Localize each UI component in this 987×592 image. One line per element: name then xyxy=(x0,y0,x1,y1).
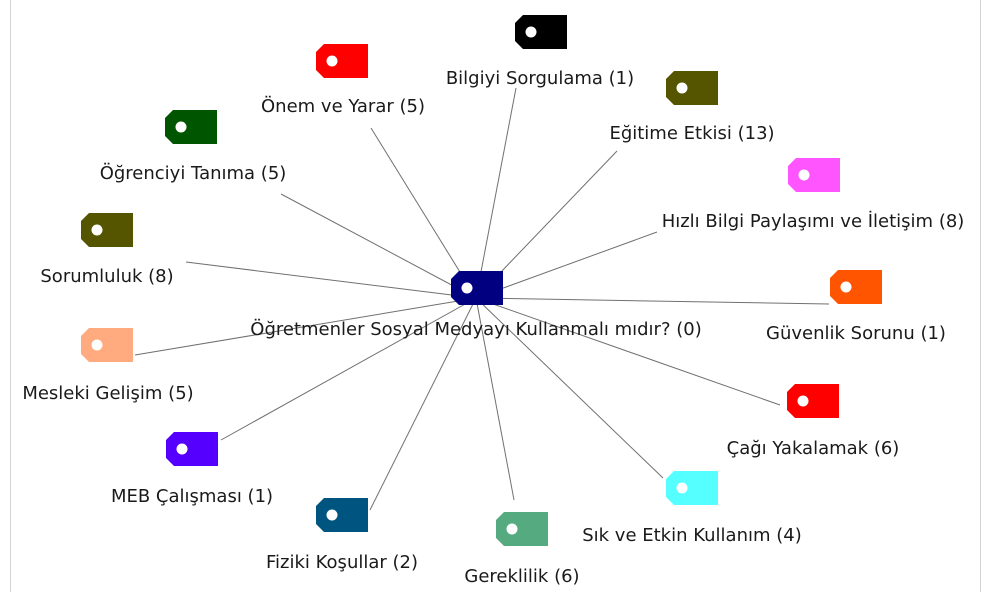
node-sorumluluk[interactable]: Sorumluluk (8) xyxy=(40,213,174,287)
node-label: Eğitime Etkisi (13) xyxy=(609,123,774,144)
tag-hole xyxy=(91,224,103,236)
edge-fiziki-kosullar xyxy=(369,297,477,511)
node-onem-ve-yarar[interactable]: Önem ve Yarar (5) xyxy=(261,44,425,117)
node-label: MEB Çalışması (1) xyxy=(111,486,273,507)
tag-hole xyxy=(326,55,338,67)
tag-body xyxy=(787,384,839,418)
tag-icon xyxy=(788,158,840,192)
tag-icon xyxy=(515,15,567,49)
node-gereklilik[interactable]: Gereklilik (6) xyxy=(464,512,580,587)
tag-hole xyxy=(326,509,338,521)
edge-ogrenciyi-tanima xyxy=(280,193,477,299)
tag-body xyxy=(316,498,368,532)
node-label: Sık ve Etkin Kullanım (4) xyxy=(582,525,802,546)
tag-hole xyxy=(461,282,473,294)
tag-icon xyxy=(666,471,718,505)
tag-icon xyxy=(496,512,548,546)
edge-mesleki-gelisim xyxy=(134,297,477,356)
edge-onem-ve-yarar xyxy=(370,127,477,299)
node-bilgiyi-sorgulama[interactable]: Bilgiyi Sorgulama (1) xyxy=(446,15,634,89)
tag-hole xyxy=(525,26,537,38)
node-label: Güvenlik Sorunu (1) xyxy=(766,323,946,344)
center-node[interactable]: Öğretmenler Sosyal Medyayı Kullanmalı mı… xyxy=(250,271,702,340)
frame-right-line xyxy=(980,0,981,592)
center-node-label: Öğretmenler Sosyal Medyayı Kullanmalı mı… xyxy=(250,318,701,340)
tag-hole xyxy=(797,395,809,407)
tag-body xyxy=(666,71,718,105)
edge-bilgiyi-sorgulama xyxy=(475,87,517,299)
node-label: Gereklilik (6) xyxy=(464,566,579,587)
node-ogrenciyi-tanima[interactable]: Öğrenciyi Tanıma (5) xyxy=(100,110,287,184)
node-sik-ve-etkin-kullanim[interactable]: Sık ve Etkin Kullanım (4) xyxy=(582,471,802,546)
node-label: Öğrenciyi Tanıma (5) xyxy=(100,162,287,184)
tag-icon xyxy=(666,71,718,105)
node-label: Mesleki Gelişim (5) xyxy=(22,383,193,404)
tag-icon xyxy=(165,110,217,144)
edge-layer xyxy=(134,87,830,511)
tag-hole xyxy=(676,82,688,94)
frame-left-line xyxy=(10,0,11,592)
tag-icon xyxy=(787,384,839,418)
node-label: Hızlı Bilgi Paylaşımı ve İletişim (8) xyxy=(662,211,965,232)
tag-body xyxy=(830,270,882,304)
edge-sik-ve-etkin-kullanim xyxy=(475,297,664,479)
edge-gereklilik xyxy=(475,297,515,501)
tag-hole xyxy=(175,121,187,133)
tag-body xyxy=(451,271,503,305)
tag-icon xyxy=(830,270,882,304)
node-label: Sorumluluk (8) xyxy=(40,266,173,287)
node-fiziki-kosullar[interactable]: Fiziki Koşullar (2) xyxy=(266,498,418,573)
tag-icon xyxy=(316,498,368,532)
tag-hole xyxy=(176,443,188,455)
node-layer: Öğretmenler Sosyal Medyayı Kullanmalı mı… xyxy=(22,15,964,587)
node-label: Çağı Yakalamak (6) xyxy=(727,438,900,459)
center-tag-icon xyxy=(451,271,503,305)
edge-hizli-bilgi-paylasimi xyxy=(475,231,658,299)
node-meb-calismasi[interactable]: MEB Çalışması (1) xyxy=(111,432,273,507)
edge-cagi-yakalamak xyxy=(475,297,781,406)
node-label: Fiziki Koşullar (2) xyxy=(266,552,418,573)
node-hizli-bilgi-paylasimi[interactable]: Hızlı Bilgi Paylaşımı ve İletişim (8) xyxy=(662,158,965,232)
node-cagi-yakalamak[interactable]: Çağı Yakalamak (6) xyxy=(727,384,900,459)
tag-hole xyxy=(798,169,810,181)
tag-body xyxy=(515,15,567,49)
edge-guvenlik-sorunu xyxy=(475,297,830,305)
tag-hole xyxy=(676,482,688,494)
node-guvenlik-sorunu[interactable]: Güvenlik Sorunu (1) xyxy=(766,270,946,344)
tag-body xyxy=(165,110,217,144)
tag-hole xyxy=(506,523,518,535)
tag-body xyxy=(666,471,718,505)
node-egitime-etkisi[interactable]: Eğitime Etkisi (13) xyxy=(609,71,775,144)
edge-sorumluluk xyxy=(185,261,477,299)
tag-icon xyxy=(81,328,133,362)
tag-body xyxy=(81,213,133,247)
node-label: Önem ve Yarar (5) xyxy=(261,95,425,117)
tag-body xyxy=(316,44,368,78)
tag-body xyxy=(81,328,133,362)
tag-hole xyxy=(91,339,103,351)
node-label: Bilgiyi Sorgulama (1) xyxy=(446,68,634,89)
tag-body xyxy=(496,512,548,546)
tag-body xyxy=(166,432,218,466)
tag-hole xyxy=(840,281,852,293)
edge-meb-calismasi xyxy=(220,297,477,441)
tag-icon xyxy=(166,432,218,466)
node-mesleki-gelisim[interactable]: Mesleki Gelişim (5) xyxy=(22,328,194,404)
tag-icon xyxy=(316,44,368,78)
tag-body xyxy=(788,158,840,192)
tag-icon xyxy=(81,213,133,247)
